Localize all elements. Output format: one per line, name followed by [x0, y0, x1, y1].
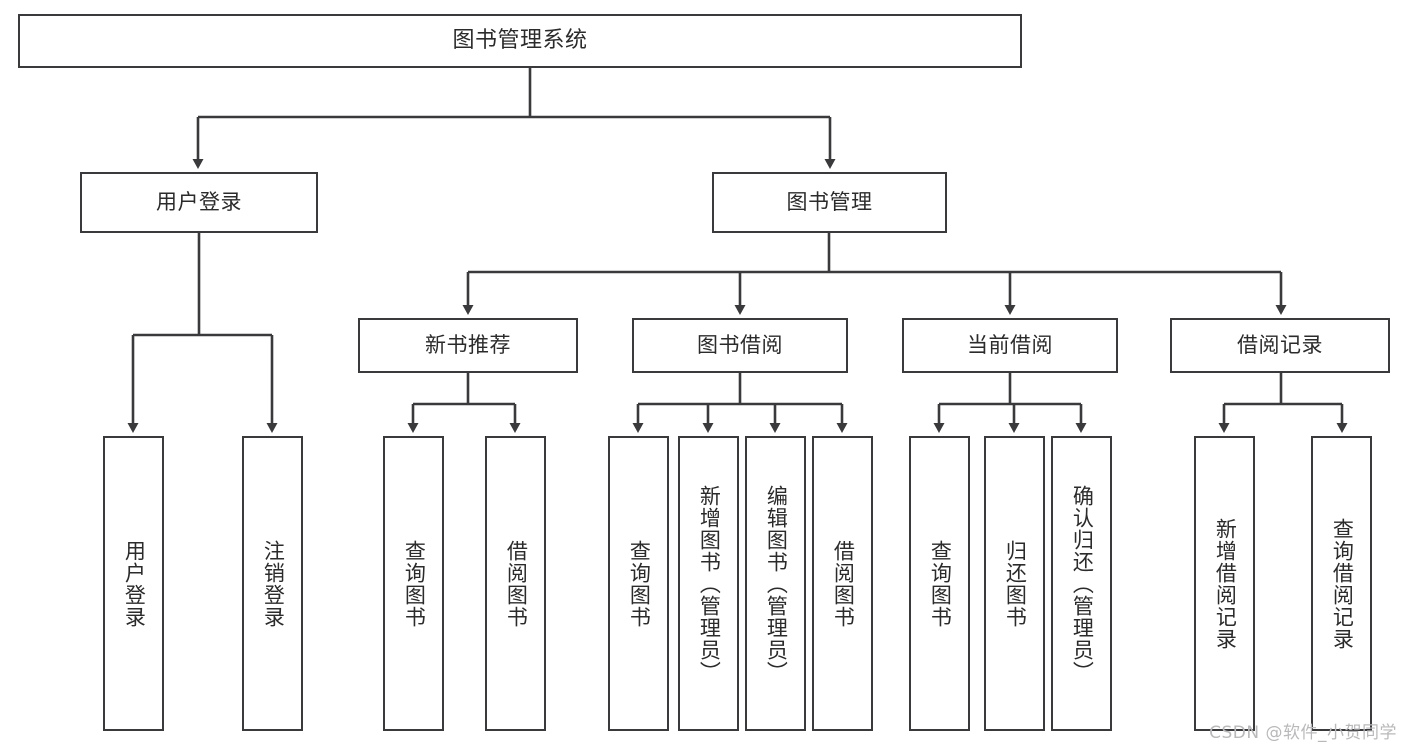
- leaf-borrow-record-add[interactable]: 新增借阅记录: [1194, 436, 1255, 731]
- node-current-borrow[interactable]: 当前借阅: [902, 318, 1118, 373]
- leaf-book-borrow-query[interactable]: 查询图书: [608, 436, 669, 731]
- node-label: 图书借阅: [697, 332, 783, 357]
- leaf-book-borrow-edit[interactable]: 编辑图书（管理员）: [745, 436, 806, 731]
- node-label: 查询图书: [928, 539, 953, 628]
- node-label: 新书推荐: [425, 332, 511, 357]
- node-book-borrow[interactable]: 图书借阅: [632, 318, 848, 373]
- node-label: 借阅图书: [504, 539, 529, 628]
- node-label: 当前借阅: [967, 332, 1053, 357]
- node-label: 归还图书: [1003, 539, 1028, 628]
- node-label: 查询图书: [627, 539, 652, 628]
- node-user-login[interactable]: 用户登录: [80, 172, 318, 233]
- leaf-current-borrow-return[interactable]: 归还图书: [984, 436, 1045, 731]
- node-label: 图书管理系统: [452, 27, 588, 53]
- leaf-user-login-login[interactable]: 用户登录: [103, 436, 164, 731]
- leaf-new-book-borrow[interactable]: 借阅图书: [485, 436, 546, 731]
- node-root-system[interactable]: 图书管理系统: [18, 14, 1022, 68]
- node-label: 新增图书（管理员）: [697, 484, 722, 683]
- node-label: 用户登录: [156, 189, 242, 214]
- node-label: 确认归还（管理员）: [1070, 484, 1095, 683]
- watermark-text: CSDN @软件_小贺同学: [1209, 723, 1397, 743]
- node-label: 图书管理: [786, 189, 873, 214]
- leaf-book-borrow-borrow[interactable]: 借阅图书: [812, 436, 873, 731]
- node-label: 借阅记录: [1237, 332, 1323, 357]
- node-label: 查询图书: [402, 539, 427, 628]
- leaf-new-book-query[interactable]: 查询图书: [383, 436, 444, 731]
- leaf-user-login-logout[interactable]: 注销登录: [242, 436, 303, 731]
- node-label: 新增借阅记录: [1213, 517, 1238, 650]
- leaf-borrow-record-query[interactable]: 查询借阅记录: [1311, 436, 1372, 731]
- node-label: 用户登录: [122, 539, 147, 628]
- node-new-book-recommend[interactable]: 新书推荐: [358, 318, 578, 373]
- leaf-current-borrow-query[interactable]: 查询图书: [909, 436, 970, 731]
- leaf-current-borrow-confirm-return[interactable]: 确认归还（管理员）: [1051, 436, 1112, 731]
- node-label: 编辑图书（管理员）: [764, 484, 789, 683]
- node-label: 注销登录: [261, 539, 286, 628]
- node-book-management[interactable]: 图书管理: [712, 172, 947, 233]
- leaf-book-borrow-add[interactable]: 新增图书（管理员）: [678, 436, 739, 731]
- node-label: 查询借阅记录: [1330, 517, 1355, 650]
- node-borrow-record[interactable]: 借阅记录: [1170, 318, 1390, 373]
- node-label: 借阅图书: [831, 539, 856, 628]
